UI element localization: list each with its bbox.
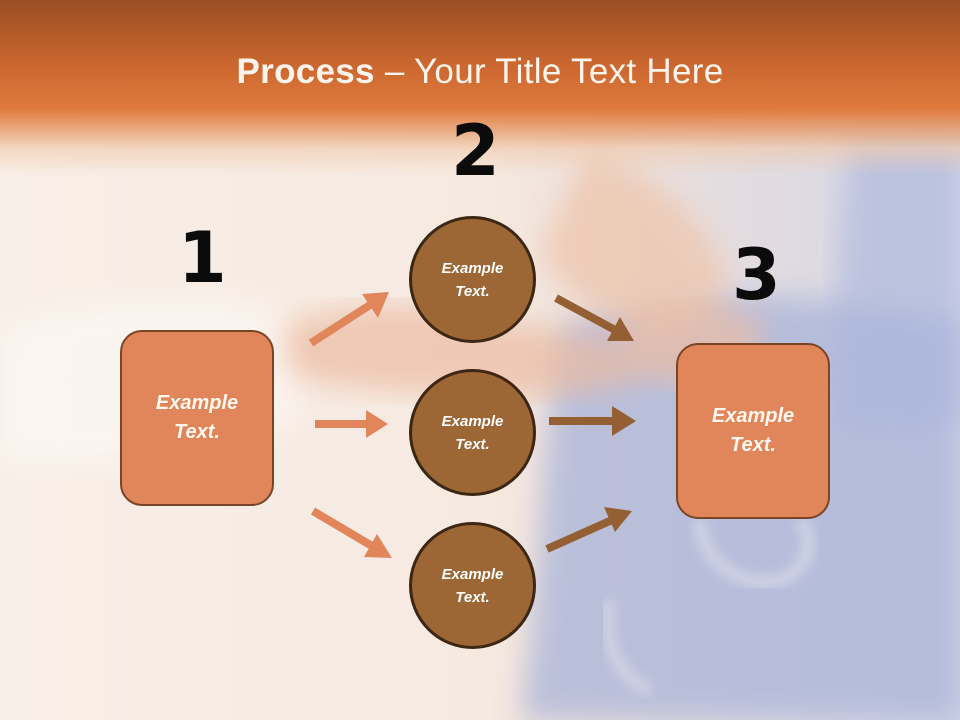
arrow-left-up — [308, 292, 389, 347]
step-number-2: 2 — [451, 110, 500, 192]
right-process-box[interactable]: Example Text. — [676, 343, 830, 519]
arrow-left-middle — [315, 410, 388, 438]
title-rest: – Your Title Text Here — [374, 52, 724, 91]
arrow-left-down — [310, 507, 392, 558]
arrow-right-down — [554, 294, 634, 341]
left-box-label: Example Text. — [155, 392, 239, 443]
arrow-right-middle — [549, 406, 636, 436]
circle-bottom-label: Example Text. — [441, 565, 504, 606]
step-number-1: 1 — [178, 217, 227, 299]
title-bar — [0, 0, 960, 175]
circle-middle[interactable]: Example Text. — [409, 369, 536, 496]
right-box-label: Example Text. — [711, 405, 795, 456]
circle-top[interactable]: Example Text. — [409, 216, 536, 343]
arrow-right-up — [545, 507, 632, 553]
left-process-box[interactable]: Example Text. — [120, 330, 274, 506]
slide-title: Process – Your Title Text Here — [0, 52, 960, 92]
circle-top-label: Example Text. — [441, 259, 504, 300]
circle-middle-label: Example Text. — [441, 412, 504, 453]
title-bold: Process — [236, 52, 375, 91]
circle-bottom[interactable]: Example Text. — [409, 522, 536, 649]
step-number-3: 3 — [732, 234, 781, 316]
